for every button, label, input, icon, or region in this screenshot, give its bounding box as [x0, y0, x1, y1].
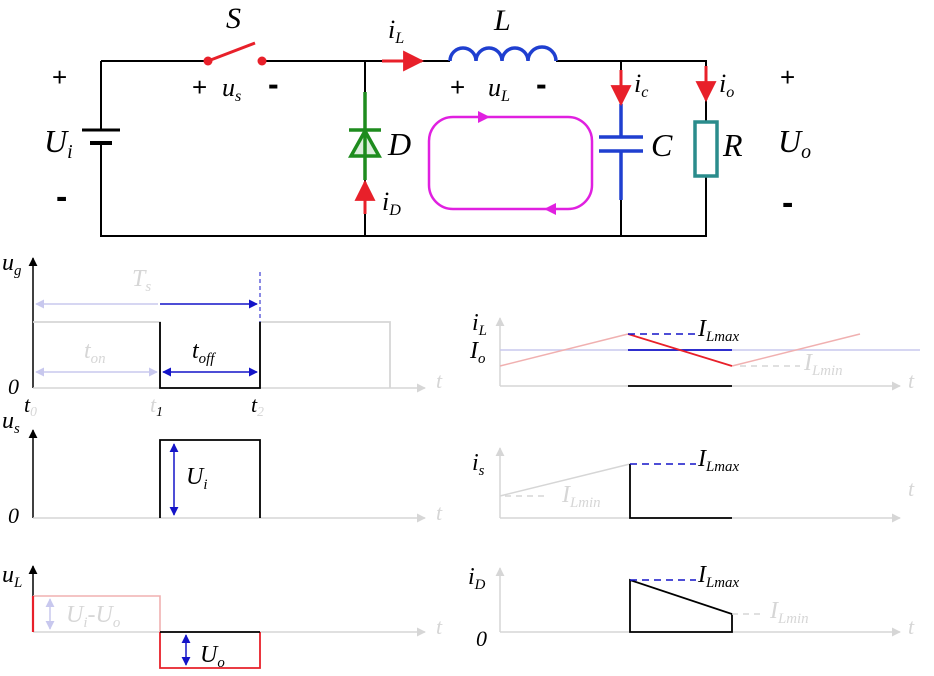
- iL-ILmin-label: ILmin: [803, 350, 843, 379]
- ug-axis-label: ug: [2, 250, 21, 279]
- ug-zero-label: 0: [8, 374, 19, 399]
- switch-s: [203, 41, 267, 66]
- diode-d: [348, 92, 382, 180]
- us-axis-label: us: [2, 408, 20, 437]
- us-zero-label: 0: [8, 503, 19, 528]
- resistor-r: [693, 120, 719, 178]
- iD-ILmin-label: ILmin: [769, 598, 809, 627]
- switch-label: S: [226, 2, 241, 35]
- uL-off-amplitude-label: Uo: [200, 642, 225, 671]
- iL-fall: [627, 333, 733, 367]
- iD-time-label: t: [908, 614, 915, 639]
- output-voltage-label: Uo: [778, 123, 811, 163]
- iL-ILmax-label: ILmax: [697, 316, 739, 345]
- us-time-label: t: [436, 500, 443, 525]
- diode-label: D: [387, 126, 411, 162]
- capacitor-label: C: [651, 127, 673, 163]
- is-axis-label: is: [472, 450, 485, 479]
- is-off: [629, 464, 732, 519]
- is-rise-faded: [499, 463, 631, 497]
- inductor-label: L: [493, 4, 511, 37]
- uL-waveform-panel: uL Ui-Uo Uo t: [2, 562, 443, 671]
- inductor-minus-sign: -: [536, 66, 547, 102]
- iD-ILmax-label: ILmax: [697, 562, 739, 591]
- uL-axis-label: uL: [2, 562, 22, 591]
- input-plus-sign: +: [52, 62, 67, 92]
- is-ILmin-label: ILmin: [561, 482, 601, 511]
- iL-rise-faded-2: [731, 333, 861, 367]
- input-voltage-label: Ui: [44, 123, 73, 163]
- inductor-plus-sign: +: [450, 72, 465, 102]
- input-battery: [82, 128, 120, 145]
- iD-axis-label: iD: [468, 564, 486, 593]
- iL-time-label: t: [908, 368, 915, 393]
- us-amplitude-label: Ui: [186, 464, 207, 493]
- switch-plus-sign: +: [192, 72, 207, 102]
- t2-label: t2: [251, 392, 264, 419]
- output-plus-sign: +: [780, 62, 795, 92]
- freewheel-current-loop: [427, 111, 594, 215]
- resistor-label: R: [722, 127, 743, 163]
- input-minus-sign: -: [56, 178, 67, 216]
- iL-waveform-panel: iL Io ILmax ILmin t: [469, 310, 920, 393]
- iL-rise-faded: [499, 333, 629, 367]
- t0-label: t0: [24, 392, 37, 419]
- uL-on-amplitude-label: Ui-Uo: [66, 602, 120, 631]
- us-pulse: [159, 439, 261, 518]
- ug-time-label: t: [436, 368, 443, 393]
- inductor-current-label: iL: [388, 15, 404, 47]
- inductor-voltage-label: uL: [488, 73, 510, 105]
- iD-zero-label: 0: [476, 626, 487, 651]
- uL-on-faded: [33, 595, 161, 632]
- Io-label: Io: [469, 338, 485, 367]
- switch-minus-sign: -: [268, 66, 279, 102]
- off-time-label: toff: [192, 338, 216, 367]
- on-time-label: ton: [84, 338, 106, 367]
- is-time-label: t: [908, 476, 915, 501]
- us-waveform-panel: us Ui 0 t: [2, 408, 443, 528]
- diode-current-label: iD: [382, 187, 401, 219]
- switch-voltage-label: us: [222, 73, 241, 105]
- t1-label: t1: [150, 392, 163, 419]
- capacitor-c: [599, 104, 643, 200]
- iL-axis-label: iL: [472, 310, 487, 339]
- output-current-label: io: [719, 69, 734, 101]
- inductor-l: [448, 45, 558, 62]
- ug-pulse-off: [159, 322, 261, 389]
- is-ILmax-label: ILmax: [697, 446, 739, 475]
- uL-off: [159, 632, 261, 669]
- circuit: S L D C R Ui Uo us uL iL iD ic io + - + …: [44, 2, 811, 237]
- iD-waveform-panel: iD ILmax ILmin 0 t: [468, 562, 915, 651]
- period-label: Ts: [132, 266, 151, 295]
- is-waveform-panel: is ILmax ILmin t: [472, 446, 915, 523]
- capacitor-current-label: ic: [634, 69, 648, 101]
- ug-waveform-panel: ug Ts ton toff 0 t t0 t1 t2: [2, 250, 443, 419]
- output-minus-sign: -: [782, 184, 793, 222]
- uL-time-label: t: [436, 614, 443, 639]
